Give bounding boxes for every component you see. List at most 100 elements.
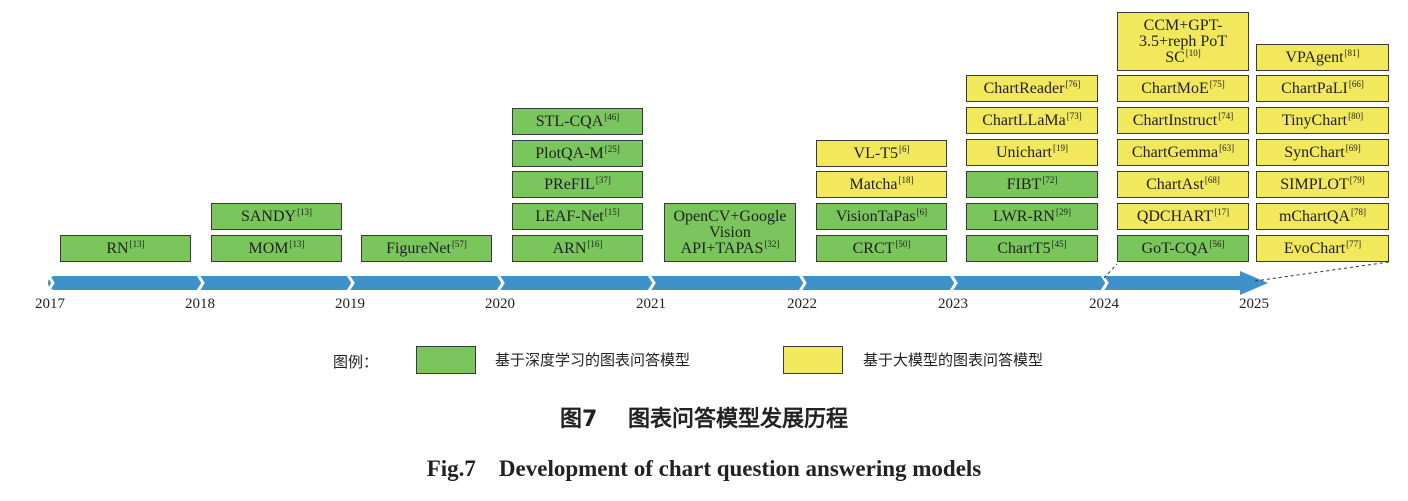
model-box-stl-cqa: STL-CQA[46] <box>512 108 643 135</box>
model-reference: [57] <box>451 238 467 249</box>
dashed-connector <box>1103 263 1118 279</box>
caption-en-title: Development of chart question answering … <box>498 456 982 481</box>
model-label: PReFIL <box>544 175 595 193</box>
model-label: QDCHART <box>1136 207 1214 225</box>
timeline-arrowhead <box>1240 271 1268 295</box>
model-reference: [32] <box>764 238 780 249</box>
model-box-figurenet: FigureNet[57] <box>361 235 492 262</box>
model-box-arn: ARN[16] <box>512 235 643 262</box>
model-label: Matcha <box>849 175 898 193</box>
legend-label-large-model: 基于大模型的图表问答模型 <box>863 351 1044 369</box>
year-label-2025: 2025 <box>1239 296 1269 312</box>
model-box-mchartqa: mChartQA[78] <box>1256 203 1389 230</box>
model-box-mom: MOM[13] <box>211 235 342 262</box>
model-reference: [74] <box>1218 110 1234 121</box>
model-label: RN <box>106 239 129 257</box>
model-reference: [13] <box>297 206 313 217</box>
model-reference: [68] <box>1204 174 1220 185</box>
model-label: FigureNet <box>386 239 451 257</box>
model-box-crct: CRCT[50] <box>816 235 947 262</box>
model-label: EvoChart <box>1283 239 1346 257</box>
model-label: ChartInstruct <box>1132 111 1218 129</box>
model-label: VL-T5 <box>853 144 898 162</box>
timeline-bar <box>48 276 1248 290</box>
model-box-vpagent: VPAgent[81] <box>1256 44 1389 71</box>
year-separator <box>196 274 205 292</box>
caption-en-number: Fig.7 <box>426 456 476 481</box>
model-reference: [15] <box>604 206 620 217</box>
model-label: ChartGemma <box>1131 143 1219 161</box>
model-box-chartinstruct: ChartInstruct[74] <box>1117 107 1249 134</box>
year-label-2020: 2020 <box>485 296 515 312</box>
model-reference: [6] <box>916 206 928 217</box>
year-separator <box>647 274 656 292</box>
model-reference: [10] <box>1185 47 1201 58</box>
model-label: ChartReader <box>983 79 1065 97</box>
model-label: STL-CQA <box>535 112 604 130</box>
year-separator <box>46 274 55 292</box>
year-label-2019: 2019 <box>335 296 365 312</box>
year-separator <box>496 274 505 292</box>
model-label: VPAgent <box>1285 48 1344 66</box>
year-label-2021: 2021 <box>636 296 666 312</box>
model-reference: [17] <box>1214 206 1230 217</box>
model-box-matcha: Matcha[18] <box>816 171 947 198</box>
model-reference: [45] <box>1051 238 1067 249</box>
model-box-tinychart: TinyChart[80] <box>1256 107 1389 134</box>
caption-english: Fig.7 Development of chart question answ… <box>0 455 1408 483</box>
model-reference: [72] <box>1042 174 1058 185</box>
model-reference: [13] <box>129 238 145 249</box>
model-reference: [73] <box>1066 110 1082 121</box>
model-reference: [81] <box>1344 47 1360 58</box>
year-separator <box>798 274 807 292</box>
model-reference: [29] <box>1055 206 1071 217</box>
model-label: MOM <box>248 239 289 257</box>
model-box-chartgemma: ChartGemma[63] <box>1117 139 1249 166</box>
caption-chinese: 图7 图表问答模型发展历程 <box>0 406 1408 434</box>
model-label: ChartT5 <box>997 239 1051 257</box>
model-label: FIBT <box>1006 175 1042 193</box>
model-reference: [77] <box>1346 238 1362 249</box>
model-label: ChartAst <box>1146 175 1204 193</box>
model-reference: [80] <box>1348 110 1364 121</box>
model-reference: [6] <box>898 143 910 154</box>
model-label: OpenCV+Google Vision API+TAPAS <box>673 207 787 257</box>
model-label: GoT-CQA <box>1141 239 1209 257</box>
year-separator <box>949 274 958 292</box>
model-reference: [75] <box>1209 78 1225 89</box>
model-label: ARN <box>552 239 587 257</box>
legend-label-deep-learning: 基于深度学习的图表问答模型 <box>495 351 691 369</box>
model-label: LWR-RN <box>993 207 1055 225</box>
dashed-connector <box>1254 261 1390 282</box>
model-label: Unichart <box>996 143 1052 161</box>
model-reference: [25] <box>604 143 620 154</box>
year-label-2023: 2023 <box>938 296 968 312</box>
model-box-qdchart: QDCHART[17] <box>1117 203 1249 230</box>
model-label: PlotQA-M <box>535 144 604 162</box>
model-label: SANDY <box>240 207 297 225</box>
model-box-lwr-rn: LWR-RN[29] <box>966 203 1098 230</box>
model-box-fibt: FIBT[72] <box>966 171 1098 198</box>
model-reference: [19] <box>1052 142 1068 153</box>
model-label: VisionTaPas <box>835 207 916 225</box>
model-label: SIMPLOT <box>1280 175 1349 193</box>
model-label: LEAF-Net <box>535 207 604 225</box>
model-reference: [37] <box>595 174 611 185</box>
model-box-ccm-gpt-3-5-reph-pot-sc: CCM+GPT-3.5+reph PoT SC[10] <box>1117 12 1249 71</box>
model-box-opencv-google-vision-api-tapas: OpenCV+Google Vision API+TAPAS[32] <box>664 203 796 262</box>
model-label: CCM+GPT-3.5+reph PoT SC <box>1138 16 1228 66</box>
legend-swatch-deep-learning <box>416 346 476 374</box>
model-reference: [69] <box>1345 142 1361 153</box>
model-reference: [63] <box>1219 142 1235 153</box>
model-box-chartreader: ChartReader[76] <box>966 75 1098 102</box>
model-reference: [46] <box>604 111 620 122</box>
model-box-got-cqa: GoT-CQA[56] <box>1117 235 1249 262</box>
model-reference: [79] <box>1349 174 1365 185</box>
model-label: SynChart <box>1284 143 1345 161</box>
year-separator <box>346 274 355 292</box>
model-box-chartast: ChartAst[68] <box>1117 171 1249 198</box>
year-label-2017: 2017 <box>35 296 65 312</box>
model-box-prefil: PReFIL[37] <box>512 171 643 198</box>
